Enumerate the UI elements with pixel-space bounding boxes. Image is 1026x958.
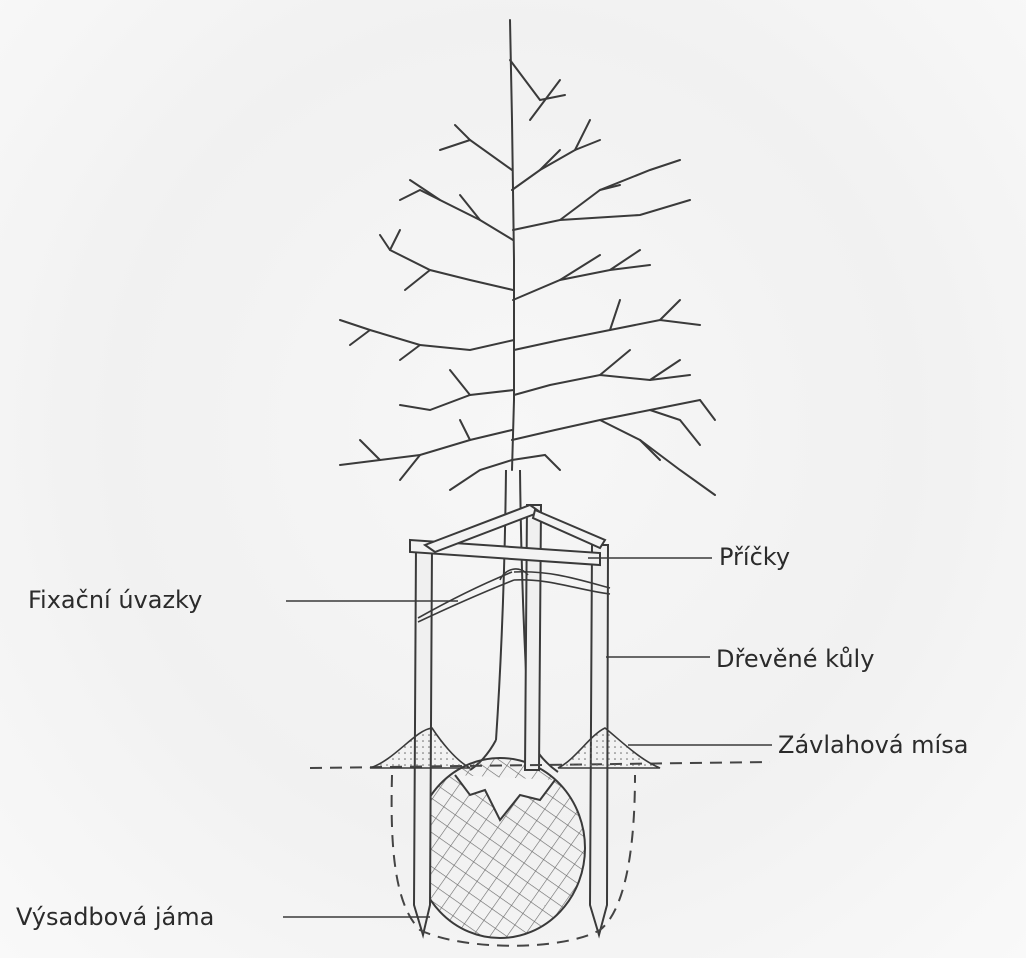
- crossbars: [410, 505, 605, 565]
- label-fixation-ties: Fixační úvazky: [28, 588, 202, 612]
- label-watering-basin: Závlahová mísa: [778, 733, 968, 757]
- label-wooden-stakes: Dřevěné kůly: [716, 647, 874, 671]
- label-crossbars: Příčky: [719, 545, 790, 569]
- root-ball: [415, 758, 585, 938]
- tree-crown: [340, 20, 715, 495]
- fixation-ties: [418, 569, 610, 622]
- label-planting-pit: Výsadbová jáma: [16, 905, 214, 929]
